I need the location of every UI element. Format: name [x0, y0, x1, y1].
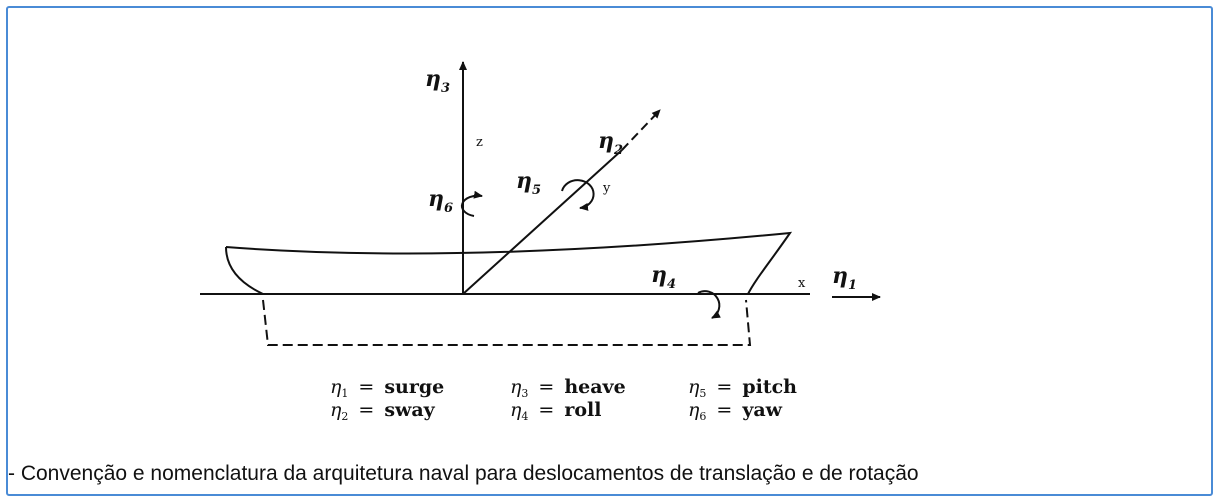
legend-yaw: η6=yaw — [688, 399, 783, 423]
figure-frame — [6, 6, 1213, 496]
roll-rotation-arrow — [697, 290, 721, 319]
y-axis-dashed — [621, 109, 661, 151]
hull-outline — [225, 231, 793, 295]
yaw-rotation-arrow — [460, 190, 483, 217]
eta3-label: η3 — [425, 66, 450, 96]
eta6-label: η6 — [428, 186, 453, 216]
z-axis-label: z — [476, 135, 483, 150]
legend-surge: η1=surge — [330, 376, 444, 400]
eta1-label: η1 — [832, 263, 857, 293]
eta2-label: η2 — [598, 128, 623, 158]
eta5-label: η5 — [516, 168, 541, 198]
figure-caption: - Convenção e nomenclatura da arquitetur… — [8, 462, 919, 485]
y-axis — [462, 149, 623, 295]
y-axis-label: y — [602, 181, 611, 196]
x-axis-label: x — [798, 276, 806, 291]
eta4-label: η4 — [651, 262, 676, 292]
pitch-rotation-arrow — [561, 179, 595, 211]
legend-pitch: η5=pitch — [688, 376, 797, 400]
legend-roll: η4=roll — [510, 399, 601, 423]
legend-sway: η2=sway — [330, 399, 436, 423]
legend-heave: η3=heave — [510, 376, 626, 400]
hull-underwater — [262, 299, 752, 346]
motion-legend: η1=surge η2=sway η3=heave η4=roll η5=pit… — [330, 376, 797, 423]
